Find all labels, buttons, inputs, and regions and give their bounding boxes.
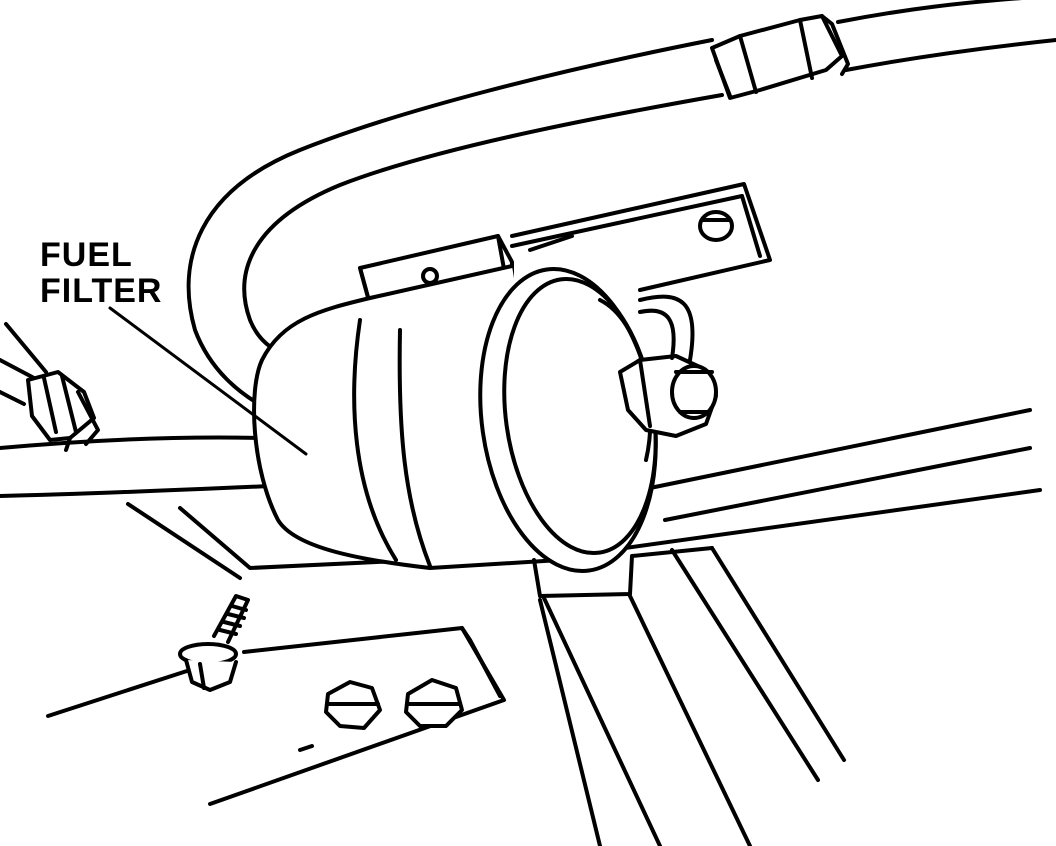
lower-frame-channel: [534, 548, 844, 846]
frame-rail: [128, 410, 1040, 578]
hex-nut-icon: [406, 680, 462, 726]
upper-hose-fitting: [712, 16, 848, 98]
upper-fuel-line: [189, 0, 1056, 410]
outlet-fitting-icon: [620, 356, 716, 436]
hex-nut-icon: [326, 682, 380, 728]
mounting-plate: [48, 628, 504, 804]
mounting-bolt-icon: [180, 596, 248, 690]
callout-label-line-2: FILTER: [40, 272, 163, 310]
fuel-filter-canister: [254, 258, 674, 583]
bracket-bolt-icon: [700, 212, 732, 240]
outlet-hose: [640, 297, 693, 360]
callout-label-line-1: FUEL: [40, 236, 133, 274]
inlet-fuel-line: [0, 437, 270, 496]
left-tube-fitting: [0, 324, 98, 450]
callout-leader-line: [110, 308, 306, 454]
